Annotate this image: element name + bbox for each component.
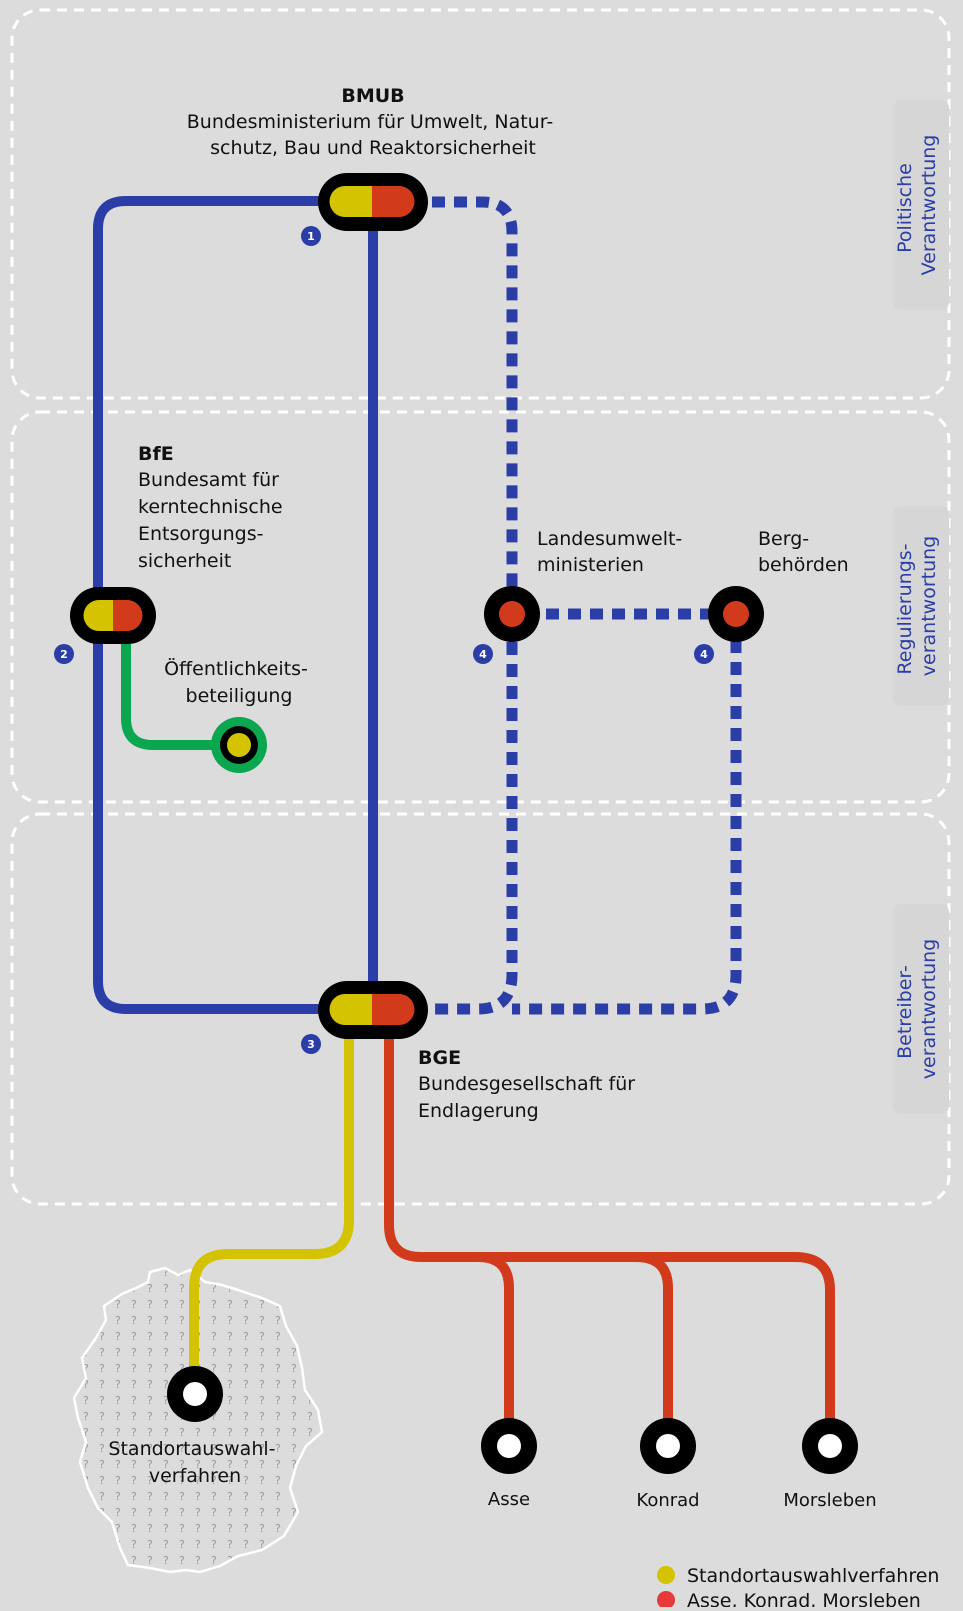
side-label-political: Politische Verantwortung: [894, 135, 940, 276]
legend-yellow-label: Standortauswahlverfahren: [687, 1565, 939, 1587]
berg-label: Berg- behörden: [758, 528, 849, 576]
stop-morsleben: [802, 1418, 858, 1474]
bmub-number-badge: 1: [301, 226, 321, 246]
side-label-operator: Betreiber- verantwortung: [894, 939, 940, 1079]
bfe-node: [70, 587, 156, 644]
line-bge-morsleben: [636, 1252, 835, 1420]
side-label-bg-operator: [893, 904, 949, 1114]
bmub-node: [318, 173, 428, 231]
bge-number-badge: 3: [301, 1034, 321, 1054]
stop-standort: [167, 1366, 223, 1422]
stop-konrad: [640, 1418, 696, 1474]
public-label: Öffentlichkeits- beteiligung: [164, 657, 314, 707]
line-bfe-public: [121, 640, 232, 750]
berg-node: [708, 586, 764, 642]
line-bmub-bfe: [93, 196, 330, 590]
bge-node: [318, 981, 428, 1039]
side-label-bg-regulatory: [893, 506, 949, 706]
line-bfe-bge: [93, 640, 330, 1014]
svg-text:4: 4: [700, 648, 708, 661]
stop-morsleben-label: Morsleben: [783, 1490, 876, 1511]
line-bge-asse: [384, 1034, 514, 1420]
legend-yellow-dot: [657, 1566, 675, 1584]
legend-red-label: Asse, Konrad, Morsleben: [687, 1590, 921, 1607]
stop-standort-label: Standortauswahl- verfahren: [108, 1438, 281, 1487]
legend-red-dot: [657, 1591, 675, 1609]
bmub-name: Bundesministerium für Umwelt, Natur- sch…: [187, 111, 559, 159]
line-berg-bge-dotted: [512, 640, 742, 1015]
bge-title: BGE: [418, 1047, 461, 1069]
svg-text:4: 4: [479, 648, 487, 661]
land-node: [484, 586, 540, 642]
side-label-regulatory: Regulierungs- verantwortung: [894, 536, 940, 676]
legend: Standortauswahlverfahren Asse, Konrad, M…: [657, 1565, 939, 1611]
bfe-title: BfE: [138, 443, 174, 465]
svg-text:3: 3: [307, 1038, 315, 1051]
bfe-number-badge: 2: [54, 644, 74, 664]
bmub-title: BMUB: [341, 85, 404, 107]
land-label: Landesumwelt- ministerien: [537, 528, 688, 576]
line-land-bge-dotted: [432, 642, 518, 1015]
stop-konrad-label: Konrad: [636, 1490, 699, 1511]
land-number-badge: 4: [473, 644, 493, 664]
berg-number-badge: 4: [694, 644, 714, 664]
stop-asse: [481, 1418, 537, 1474]
bfe-name: Bundesamt für kerntechnische Entsorgungs…: [138, 469, 289, 572]
line-bmub-land-dotted: [432, 196, 518, 592]
stop-asse-label: Asse: [488, 1489, 530, 1510]
bge-name: Bundesgesellschaft für Endlagerung: [418, 1073, 641, 1122]
svg-text:1: 1: [307, 230, 315, 243]
svg-text:2: 2: [60, 648, 68, 661]
side-label-bg-political: [893, 100, 949, 310]
public-node: [211, 717, 267, 773]
line-bge-standort: [189, 1034, 354, 1375]
